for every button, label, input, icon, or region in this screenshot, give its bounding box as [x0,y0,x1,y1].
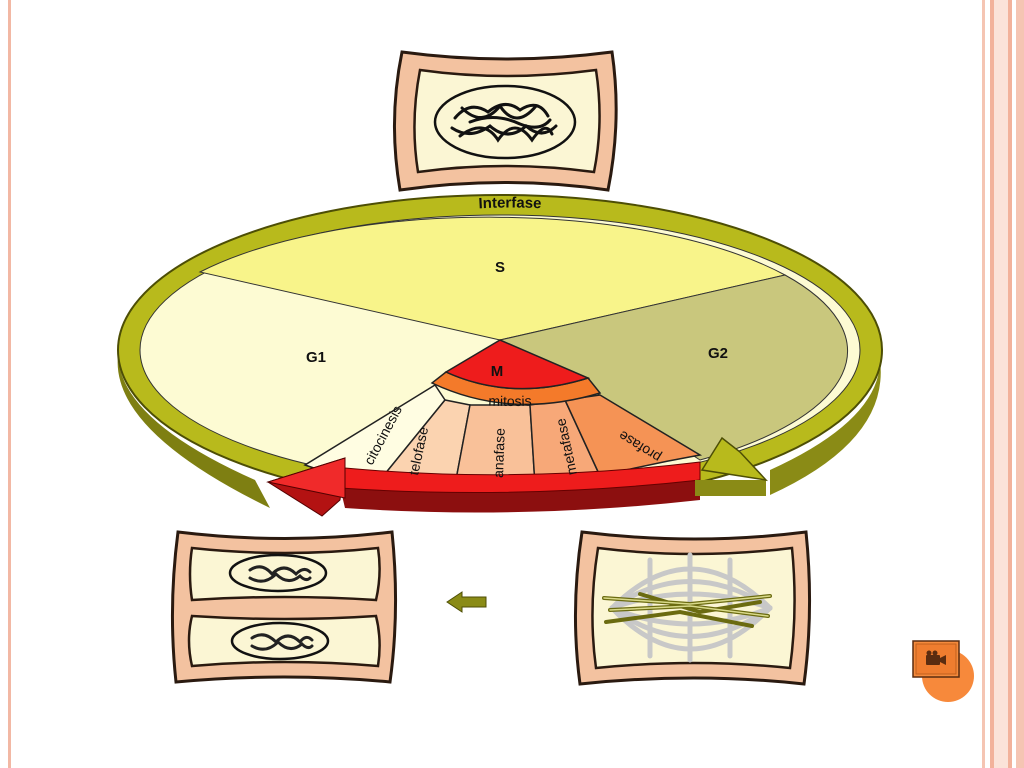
m-phase-label: M [491,363,504,380]
g1-phase-label: G1 [306,349,326,366]
media-button[interactable] [912,640,974,702]
mitosis-label: mitosis [488,392,532,409]
telophase-cell [170,530,398,684]
mitosis-arrow [266,457,701,517]
s-phase-sector [198,216,787,341]
video-camera-icon [926,650,946,665]
interfase-label: Interfase [478,194,542,212]
left-arrow-icon [446,591,487,613]
g2-phase-label: G2 [708,345,728,362]
slide-border-right [978,0,1024,768]
metaphase-cell [573,530,812,686]
slide-border-left [8,0,11,768]
anafase-label: anafase [490,428,508,479]
g2-phase-sector [498,274,849,461]
interphase-arrow [695,436,769,496]
s-phase-label: S [495,259,505,276]
interphase-cell [393,50,618,192]
m-phase-sector [444,339,591,390]
